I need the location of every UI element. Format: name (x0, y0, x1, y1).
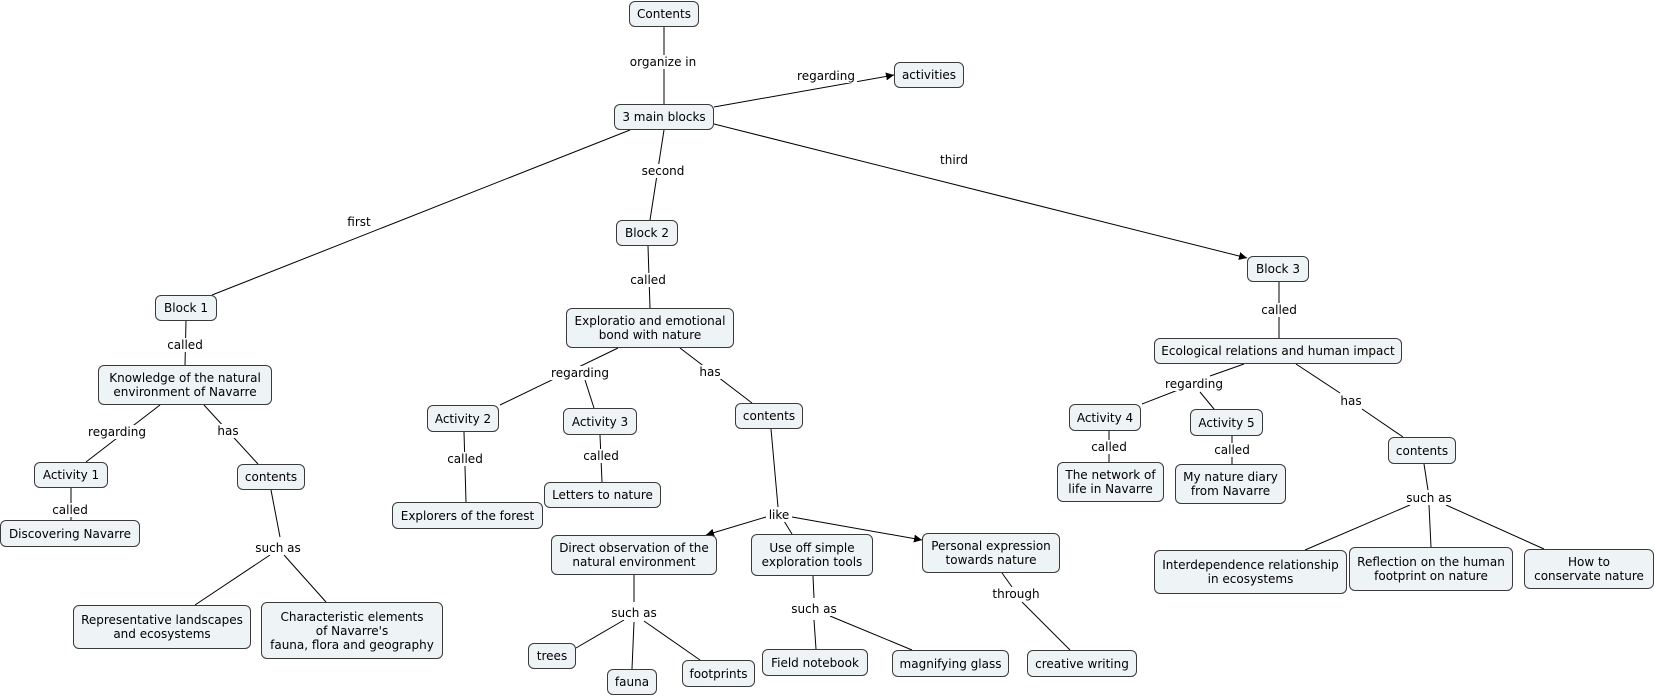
link-label-has-block-3: has (1338, 394, 1364, 408)
direct-observation-node[interactable]: Direct observation of the natural enviro… (551, 535, 717, 575)
edge-suchas-trees (575, 619, 625, 649)
link-label-called-activity-2: called (445, 452, 485, 466)
edge-suchas-magnifying (829, 615, 913, 651)
interdependence-node[interactable]: Interdependence relationship in ecosyste… (1154, 550, 1347, 594)
link-label-such-as-direct: such as (609, 606, 659, 620)
link-label-first: first (345, 215, 373, 229)
edge-suchas-notebook (813, 619, 817, 650)
edge-exploratio-activity3 (584, 379, 595, 409)
edge-like-tools (783, 520, 793, 535)
link-label-such-as-contents-3: such as (1404, 491, 1454, 505)
edge-contents1-suchas (270, 489, 281, 538)
activity-2-node[interactable]: Activity 2 (427, 405, 499, 432)
block-2-node[interactable]: Block 2 (616, 220, 678, 246)
contents-3-node[interactable]: contents (1388, 437, 1456, 464)
link-label-called-block-3: called (1259, 303, 1299, 317)
edge-suchas-conserve (1445, 504, 1545, 550)
contents-1-node[interactable]: contents (237, 464, 305, 490)
link-label-organize-in: organize in (627, 55, 699, 69)
edge-blocks-block3 (713, 123, 1248, 260)
edge-suchas-landscapes (194, 554, 271, 606)
edge-like-direct (705, 516, 767, 537)
field-notebook-node[interactable]: Field notebook (762, 649, 868, 676)
edge-regarding-activity4 (1141, 389, 1179, 405)
block-3-node[interactable]: Block 3 (1247, 256, 1309, 282)
link-label-regarding-block-2: regarding (549, 366, 611, 380)
link-label-regarding-activities: regarding (795, 69, 857, 83)
characteristic-node[interactable]: Characteristic elements of Navarre's fau… (261, 602, 443, 659)
edge-suchas-reflection (1428, 504, 1432, 548)
edge-like-personal (791, 516, 923, 543)
exploration-tools-node[interactable]: Use off simple exploration tools (751, 534, 873, 576)
edge-ecological-regarding (1209, 363, 1245, 377)
activity-4-node[interactable]: Activity 4 (1069, 404, 1141, 431)
creative-writing-node[interactable]: creative writing (1027, 650, 1137, 677)
reflection-node[interactable]: Reflection on the human footprint on nat… (1349, 547, 1513, 591)
edge-blocks-activities (713, 72, 895, 108)
link-label-such-as-contents-1: such as (253, 541, 303, 555)
link-label-called-activity-1: called (50, 503, 90, 517)
activity-3-node[interactable]: Activity 3 (563, 408, 637, 435)
link-label-called-activity-3: called (581, 449, 621, 463)
activity-5-node[interactable]: Activity 5 (1190, 409, 1263, 436)
ecological-node[interactable]: Ecological relations and human impact (1154, 338, 1402, 364)
nature-diary-node[interactable]: My nature diary from Navarre (1175, 464, 1286, 504)
edge-blocks-block1 (211, 129, 631, 296)
activities-node[interactable]: activities (894, 62, 964, 88)
network-of-life-node[interactable]: The network of life in Navarre (1057, 462, 1164, 502)
link-label-has-block-1: has (215, 424, 241, 438)
letters-node[interactable]: Letters to nature (544, 482, 661, 508)
contents-2-node[interactable]: contents (735, 403, 803, 429)
edge-suchas-characteristic (283, 554, 327, 603)
link-label-called-activity-5: called (1212, 443, 1252, 457)
link-label-regarding-block-3: regarding (1163, 377, 1225, 391)
conserve-node[interactable]: How to conservate nature (1524, 549, 1654, 589)
edge-tools-suchas (812, 575, 815, 599)
link-label-called-block-2: called (628, 273, 668, 287)
edge-suchas-footprints (643, 620, 701, 661)
explorers-node[interactable]: Explorers of the forest (392, 502, 543, 529)
trees-node[interactable]: trees (528, 643, 576, 669)
landscapes-node[interactable]: Representative landscapes and ecosystems (73, 605, 251, 649)
personal-expression-node[interactable]: Personal expression towards nature (922, 533, 1060, 573)
knowledge-node[interactable]: Knowledge of the natural environment of … (98, 365, 272, 405)
edge-contents2-like (770, 428, 779, 508)
edge-ecological-has (1295, 363, 1341, 394)
edge-suchas-interdep (1304, 504, 1411, 551)
link-label-through: through (990, 587, 1042, 601)
magnifying-glass-node[interactable]: magnifying glass (892, 650, 1009, 677)
link-label-called-activity-4: called (1089, 440, 1129, 454)
edge-has-contents3 (1361, 408, 1404, 438)
exploratio-node[interactable]: Exploratio and emotional bond with natur… (566, 308, 734, 348)
edge-personal-through (1001, 572, 1013, 588)
edge-through-creative (1021, 601, 1071, 651)
edge-regarding-activity5 (1199, 391, 1215, 410)
contents-root-node[interactable]: Contents (629, 1, 699, 27)
footprints-node[interactable]: footprints (682, 660, 755, 687)
link-label-like: like (766, 508, 792, 522)
main-blocks-node[interactable]: 3 main blocks (614, 104, 714, 130)
edge-suchas-fauna (631, 621, 635, 670)
edge-activity2-explorers (463, 431, 467, 503)
fauna-node[interactable]: fauna (607, 669, 657, 695)
link-label-regarding-block-1: regarding (86, 425, 148, 439)
edge-contents3-suchas (1423, 463, 1429, 491)
block-1-node[interactable]: Block 1 (155, 295, 217, 321)
link-label-has-block-2: has (697, 365, 723, 379)
link-label-third: third (938, 153, 970, 167)
discovering-node[interactable]: Discovering Navarre (0, 520, 140, 547)
activity-1-node[interactable]: Activity 1 (34, 462, 108, 488)
link-label-called-block-1: called (165, 338, 205, 352)
link-label-such-as-tools: such as (789, 602, 839, 616)
link-label-second: second (639, 164, 687, 178)
